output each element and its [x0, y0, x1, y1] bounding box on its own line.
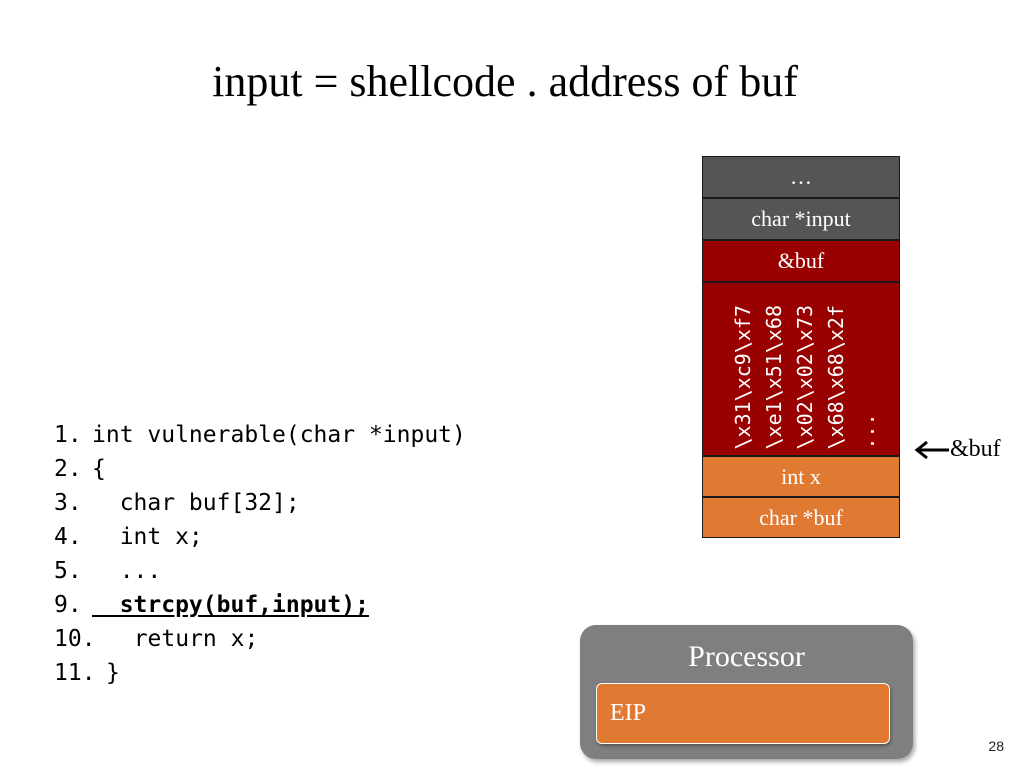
shellcode-line: \x31\xc9\xf7	[731, 304, 755, 450]
processor-title: Processor	[688, 640, 805, 673]
code-line: 9. strcpy(buf,input);	[54, 588, 466, 622]
code-line-text: char buf[32];	[92, 490, 300, 516]
code-line: 1. int vulnerable(char *input)	[54, 418, 466, 452]
shellcode-line: ...	[855, 412, 879, 449]
stack-diagram: … char *input &buf \x31\xc9\xf7 \xe1\x51\…	[702, 156, 900, 538]
processor-box: Processor EIP	[580, 625, 913, 759]
code-line-number: 10.	[54, 626, 96, 652]
stack-local-buf: char *buf	[702, 497, 900, 538]
code-line: 3. char buf[32];	[54, 486, 466, 520]
slide-title: input = shellcode . address of buf	[212, 57, 798, 106]
code-line: 5. ...	[54, 554, 466, 588]
code-line-text: int vulnerable(char *input)	[92, 422, 466, 448]
code-line-number: 1.	[54, 422, 82, 448]
stack-input-param: char *input	[702, 198, 900, 240]
code-line-text: strcpy(buf,input);	[92, 592, 369, 618]
shellcode-line: \x02\x02\x73	[793, 304, 817, 450]
code-line-text: ...	[92, 558, 162, 584]
stack-shellcode: \x31\xc9\xf7 \xe1\x51\x68 \x02\x02\x73 \x68…	[702, 282, 900, 456]
code-line-number: 4.	[54, 524, 82, 550]
code-line-number: 5.	[54, 558, 82, 584]
code-line-number: 11.	[54, 660, 96, 686]
slide-number: 28	[988, 738, 1004, 754]
code-listing: 1. int vulnerable(char *input) 2. {3. char …	[54, 418, 466, 690]
code-line-number: 3.	[54, 490, 82, 516]
code-line: 4. int x;	[54, 520, 466, 554]
stack-local-x: int x	[702, 456, 900, 497]
code-line-number: 9.	[54, 592, 82, 618]
shellcode-line: \xe1\x51\x68	[762, 304, 786, 450]
stack-return-address: &buf	[702, 240, 900, 282]
eip-register: EIP	[596, 683, 890, 744]
stack-top-ellipsis: …	[702, 156, 900, 198]
code-line-number: 2.	[54, 456, 82, 482]
buf-pointer: &buf	[914, 436, 1001, 463]
code-line-text: }	[106, 660, 120, 686]
shellcode-line: \x68\x68\x2f	[824, 304, 848, 450]
code-line: 11.}	[54, 656, 466, 690]
code-line-text: return x;	[106, 626, 259, 652]
code-line-text: int x;	[92, 524, 203, 550]
code-line-text: {	[92, 456, 106, 482]
buf-pointer-label: &buf	[950, 436, 1001, 462]
code-line: 2. {	[54, 452, 466, 486]
shellcode-bytes: \x31\xc9\xf7 \xe1\x51\x68 \x02\x02\x73 \x68…	[729, 305, 881, 450]
left-arrow-icon	[914, 440, 949, 459]
code-line: 10. return x;	[54, 622, 466, 656]
